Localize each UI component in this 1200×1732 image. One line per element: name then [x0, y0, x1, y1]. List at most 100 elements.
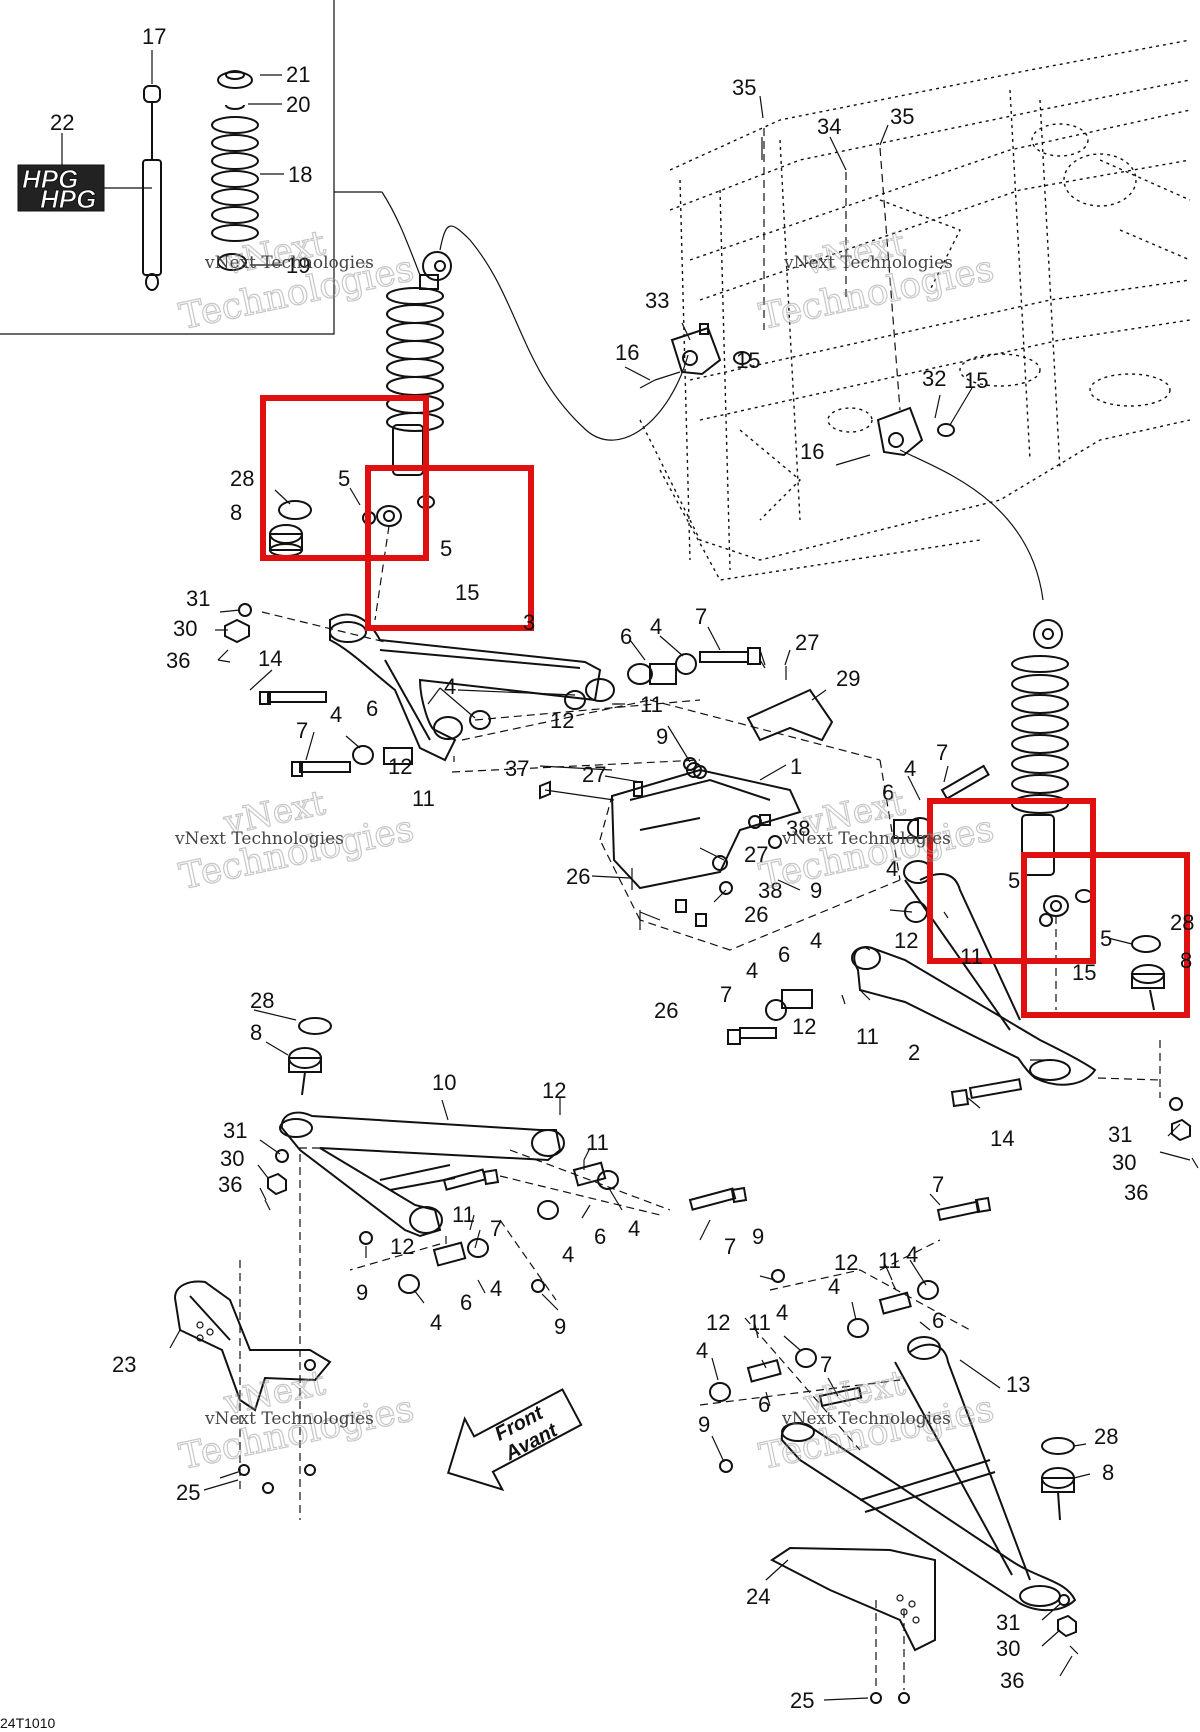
- callout-8: 8: [250, 1020, 262, 1045]
- callout-26: 26: [566, 864, 590, 889]
- lower-right-hardware: [709, 1196, 1079, 1655]
- callout-15: 15: [736, 348, 760, 373]
- callout-26: 26: [654, 998, 678, 1023]
- callout-7: 7: [296, 718, 308, 743]
- callout-4: 4: [828, 1274, 840, 1299]
- callout-4: 4: [562, 1242, 574, 1267]
- callout-27: 27: [582, 762, 606, 787]
- callout-4: 4: [696, 1338, 708, 1363]
- guard-plate-24: [770, 1546, 936, 1704]
- callout-6: 6: [366, 696, 378, 721]
- callout-6: 6: [620, 624, 632, 649]
- callout-4: 4: [490, 1276, 502, 1301]
- callout-24: 24: [746, 1584, 770, 1609]
- callout-26: 26: [744, 902, 768, 927]
- callout-10: 10: [432, 1070, 456, 1095]
- callout-30: 30: [1112, 1150, 1136, 1175]
- callout-4: 4: [776, 1300, 788, 1325]
- callout-19: 19: [286, 253, 310, 278]
- callout-8: 8: [1102, 1460, 1114, 1485]
- callout-7: 7: [724, 1234, 736, 1259]
- callout-38: 38: [758, 878, 782, 903]
- callout-5: 5: [338, 466, 350, 491]
- callout-8: 8: [1180, 948, 1192, 973]
- callout-6: 6: [460, 1290, 472, 1315]
- ball-joint-lower-left: [288, 1017, 332, 1096]
- callout-4: 4: [650, 614, 662, 639]
- callout-6: 6: [882, 780, 894, 805]
- callout-11: 11: [878, 1248, 901, 1273]
- callout-30: 30: [173, 616, 197, 641]
- watermark-small-4: vNext Technologies: [781, 829, 951, 849]
- callout-32: 32: [922, 366, 946, 391]
- callout-14: 14: [258, 646, 282, 671]
- callout-4: 4: [904, 756, 916, 781]
- frame-bracket-32: [835, 406, 955, 466]
- callout-4: 4: [628, 1216, 640, 1241]
- callout-7: 7: [695, 604, 707, 629]
- highlight-boxes: [260, 395, 1190, 1018]
- highlight-box-right-upper: [927, 798, 1096, 964]
- callout-30: 30: [996, 1636, 1020, 1661]
- coil-spring-part: [211, 70, 284, 271]
- callout-18: 18: [288, 162, 312, 187]
- highlight-box-right-lower: [1021, 852, 1190, 1018]
- callout-28: 28: [1170, 910, 1194, 935]
- center-hardware: [639, 659, 787, 930]
- callout-35: 35: [732, 75, 756, 100]
- watermark-small-5: vNext Technologies: [204, 1409, 374, 1429]
- hpg-decal-part: HPG HPG: [17, 133, 105, 215]
- callout-31: 31: [996, 1610, 1020, 1635]
- callout-15: 15: [455, 580, 479, 605]
- upper-left-a-arm-3: [329, 613, 615, 762]
- callout-9: 9: [752, 1224, 764, 1249]
- callout-27: 27: [744, 842, 768, 867]
- left-shock-assembly: [362, 251, 452, 527]
- callout-4: 4: [886, 856, 898, 881]
- callout-7: 7: [936, 740, 948, 765]
- callout-29: 29: [836, 666, 860, 691]
- callout-28: 28: [230, 466, 254, 491]
- callout-9: 9: [656, 724, 668, 749]
- highlight-box-left-lower: [365, 465, 534, 631]
- callout-36: 36: [1124, 1180, 1148, 1205]
- right-shock-assembly: [1011, 619, 1093, 927]
- callout-4: 4: [430, 1310, 442, 1335]
- callout-11: 11: [452, 1202, 475, 1227]
- callout-12: 12: [542, 1078, 566, 1103]
- callout-31: 31: [186, 586, 210, 611]
- callout-31: 31: [1108, 1122, 1132, 1147]
- callout-17: 17: [142, 24, 166, 49]
- callout-36: 36: [166, 648, 190, 673]
- callout-12: 12: [388, 754, 412, 779]
- callout-9: 9: [810, 878, 822, 903]
- callout-5: 5: [1008, 868, 1020, 893]
- callout-12: 12: [894, 928, 918, 953]
- callout-11: 11: [586, 1130, 609, 1155]
- callout-3: 3: [523, 610, 535, 635]
- callout-15: 15: [1072, 960, 1096, 985]
- callout-12: 12: [550, 708, 574, 733]
- callout-36: 36: [1000, 1668, 1024, 1693]
- highlight-box-left-upper: [260, 395, 429, 561]
- callout-7: 7: [490, 1216, 502, 1241]
- callout-28: 28: [1094, 1424, 1118, 1449]
- callout-8: 8: [230, 500, 242, 525]
- upper-left-hardware: [217, 603, 761, 777]
- ball-joint-28-8-left: [269, 500, 312, 557]
- callout-7: 7: [720, 982, 732, 1007]
- callout-35: 35: [890, 104, 914, 129]
- callout-25: 25: [176, 1480, 200, 1505]
- shock-components-inset: HPG HPG 17 21 20 22 18 19: [0, 0, 421, 335]
- callout-14: 14: [990, 1126, 1014, 1151]
- watermark-small-1: vNext Technologies: [204, 253, 374, 273]
- callout-11: 11: [856, 1024, 879, 1049]
- callout-4: 4: [906, 1242, 918, 1267]
- callout-15: 15: [964, 368, 988, 393]
- callout-numbers: 35 35 34 33 16 15 32 15 16 28 5 8 5 15 3…: [112, 75, 1194, 1713]
- callout-11: 11: [748, 1310, 771, 1335]
- callout-16: 16: [615, 340, 639, 365]
- callout-12: 12: [390, 1234, 414, 1259]
- watermark-small-3: vNext Technologies: [174, 829, 344, 849]
- callout-36: 36: [218, 1172, 242, 1197]
